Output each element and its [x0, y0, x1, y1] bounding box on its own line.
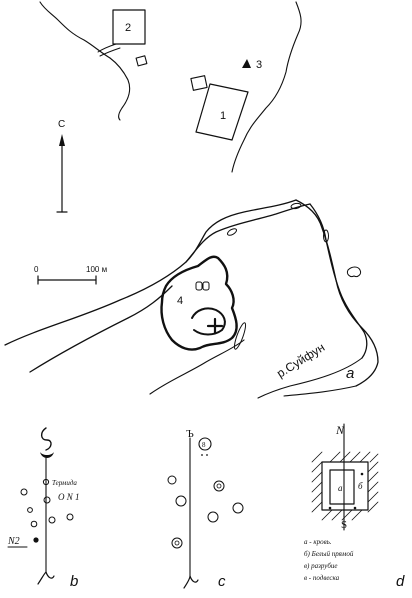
site-label-1: 1 — [220, 110, 226, 122]
bank-strip — [233, 322, 247, 350]
bead-c-3 — [175, 495, 187, 507]
artifact-c-top — [198, 437, 212, 451]
side-label-d: б — [358, 481, 363, 491]
axis-end-b — [37, 571, 55, 585]
scale-start-label: 0 — [34, 265, 39, 274]
river-label: р.Суйфун — [274, 340, 327, 380]
river-band-lower-edge — [29, 285, 173, 373]
site-map-panel: 2 1 3 4 С 0 100 м р.Суйфун a — [4, 1, 379, 399]
legend-d-2: б) Белый прямой — [304, 550, 354, 558]
annotation-mid-b: О N 1 — [58, 492, 80, 502]
stream-top-right — [231, 1, 302, 173]
grave-plan-d: N S а б а - кровь. б) Белый прямой в) ра… — [304, 423, 405, 590]
river-right-inner — [309, 203, 368, 359]
bead-c-6-core — [174, 540, 180, 546]
pit-outline-d — [321, 461, 369, 511]
stream-top-left — [39, 1, 111, 59]
panel-d-label: d — [396, 573, 405, 590]
hook-top-b — [40, 427, 52, 451]
river-island-1 — [226, 228, 238, 236]
hatching-d — [311, 451, 379, 521]
lower-bank — [149, 339, 245, 395]
bead-b-2 — [20, 488, 28, 496]
site-4-feature-a — [195, 281, 203, 291]
inner-label-d: а — [338, 483, 343, 493]
bead-c-2-core — [216, 483, 222, 489]
north-arrow-label: С — [58, 119, 65, 130]
bead-b-filled — [33, 537, 39, 543]
scale-end-label: 100 м — [86, 265, 107, 274]
annotation-top-b: Термида — [52, 479, 77, 487]
small-square-feature — [135, 55, 148, 67]
bead-c-5 — [207, 511, 219, 523]
bead-c-2 — [213, 480, 225, 492]
river-right-outer — [295, 199, 379, 387]
dot-d-3 — [353, 506, 357, 510]
river-band-lower-edge-2 — [185, 203, 311, 263]
river-band-upper-edge — [4, 199, 297, 346]
panel-c-label: c — [218, 573, 226, 590]
panel-a-label: a — [346, 365, 354, 382]
site-label-4: 4 — [177, 295, 183, 307]
river-island-2 — [290, 202, 302, 210]
coffin-d — [329, 469, 355, 505]
crescent-marker-b — [40, 452, 54, 458]
site-1-outline — [195, 83, 249, 141]
river-right-exit-1 — [283, 385, 357, 397]
dot-d-2 — [360, 472, 364, 476]
site-3-triangle — [242, 59, 251, 68]
bead-c-6 — [171, 537, 183, 549]
site-4-outline — [160, 255, 238, 351]
dot-d-1 — [328, 506, 332, 510]
site-2-outline — [112, 9, 146, 45]
square-near-site-1 — [190, 75, 208, 91]
dot-c-1 — [201, 454, 203, 456]
bead-b-1 — [42, 478, 50, 486]
south-label-d: S — [341, 519, 347, 531]
north-arrow-head — [59, 134, 65, 146]
site-label-3: 3 — [256, 59, 262, 71]
river-island-3 — [323, 229, 329, 243]
legend-d-3: в) разрубие — [304, 562, 338, 570]
bead-c-4 — [232, 502, 244, 514]
legend-d-4: в - подвеска — [304, 574, 340, 582]
site-4-inner-line — [191, 307, 226, 336]
stream-left-branch — [109, 57, 131, 121]
site-label-2: 2 — [125, 22, 131, 34]
north-label-d: N — [335, 423, 345, 437]
bead-b-7 — [30, 520, 38, 528]
grave-plan-c: Ъ 8 c — [167, 428, 244, 590]
annotation-left-b: N2 — [7, 536, 20, 547]
river-right-exit-2 — [257, 357, 363, 399]
bead-b-4 — [27, 507, 33, 513]
axis-end-c — [183, 575, 199, 589]
bead-b-3 — [43, 496, 51, 504]
top-marker-c: Ъ — [186, 428, 194, 440]
bead-b-6 — [66, 513, 74, 521]
artifact-c-top-mark: 8 — [202, 441, 206, 449]
dot-c-2 — [206, 454, 208, 456]
site-4-feature-b — [202, 281, 210, 291]
bead-c-1 — [167, 475, 177, 485]
grave-plan-b: Термида О N 1 N2 b — [7, 427, 80, 590]
cross-marker — [206, 317, 224, 335]
small-pond — [347, 266, 361, 277]
panel-b-label: b — [70, 573, 78, 590]
bead-b-5 — [48, 516, 56, 524]
site-2-approach — [97, 43, 121, 57]
legend-d-1: а - кровь. — [304, 538, 332, 546]
